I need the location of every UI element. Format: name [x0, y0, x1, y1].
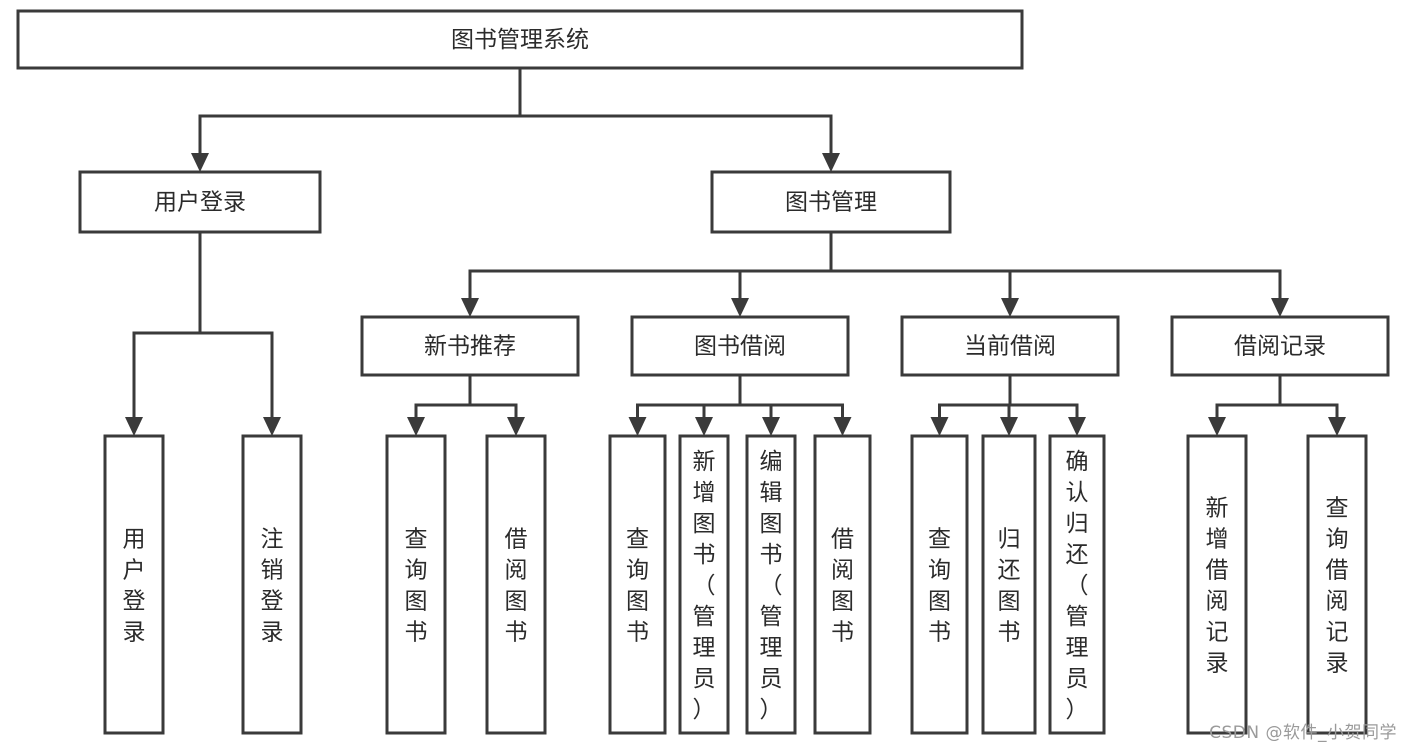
- node-layer: 图书管理系统用户登录图书管理新书推荐图书借阅当前借阅借阅记录用户登录注销登录查询…: [16, 9, 1390, 735]
- node-root-图书管理系统[interactable]: 图书管理系统: [16, 9, 1024, 70]
- node-box-root-图书管理系统: [16, 9, 1024, 70]
- node-box-leaf-query-record: [1306, 434, 1368, 735]
- csdn-watermark: CSDN @软件_小贺同学: [1209, 723, 1397, 743]
- node-label-book-manage: 图书管理: [785, 190, 877, 216]
- node-label-leaf-query-book-1: 查询图书: [405, 527, 428, 646]
- node-box-leaf-edit-book: [745, 434, 797, 735]
- edge-book-manage-branch-0-arrowhead: [461, 298, 479, 317]
- edge-new-book-rec-branch-1-arrowhead: [507, 417, 525, 436]
- node-label-current-borrow: 当前借阅: [964, 334, 1056, 360]
- node-box-leaf-add-book: [678, 434, 730, 735]
- node-box-leaf-user-login: [103, 434, 165, 735]
- node-label-leaf-return-book: 归还图书: [998, 527, 1021, 646]
- node-book-manage[interactable]: 图书管理: [710, 170, 952, 234]
- node-box-book-manage: [710, 170, 952, 234]
- node-leaf-edit-book[interactable]: 编辑图书（管理员）: [745, 434, 797, 735]
- node-label-leaf-query-book-3: 查询图书: [928, 527, 951, 646]
- node-label-leaf-borrow-book-2: 借阅图书: [831, 527, 854, 646]
- node-label-leaf-logout: 注销登录: [261, 527, 284, 646]
- node-user-login[interactable]: 用户登录: [78, 170, 322, 234]
- node-box-leaf-confirm-return: [1048, 434, 1106, 735]
- node-box-user-login: [78, 170, 322, 234]
- node-box-current-borrow: [900, 315, 1120, 377]
- node-box-leaf-logout: [241, 434, 303, 735]
- node-leaf-query-record[interactable]: 查询借阅记录: [1306, 434, 1368, 735]
- node-leaf-borrow-book-1[interactable]: 借阅图书: [485, 434, 547, 735]
- edge-current-borrow-branch-1-arrowhead: [1000, 417, 1018, 436]
- node-borrow-record[interactable]: 借阅记录: [1170, 315, 1390, 377]
- edge-user-login-branch-0-arrowhead: [125, 417, 143, 436]
- node-label-leaf-edit-book: 编辑图书（管理员）: [760, 449, 783, 723]
- edge-book-manage-branch-2-arrowhead: [1001, 298, 1019, 317]
- node-leaf-return-book[interactable]: 归还图书: [981, 434, 1037, 735]
- node-box-leaf-borrow-book-2: [813, 434, 872, 735]
- node-leaf-query-book-1[interactable]: 查询图书: [385, 434, 447, 735]
- node-leaf-confirm-return[interactable]: 确认归还（管理员）: [1048, 434, 1106, 735]
- node-book-borrow[interactable]: 图书借阅: [630, 315, 850, 377]
- node-box-leaf-borrow-book-1: [485, 434, 547, 735]
- edge-borrow-record-branch-1-arrowhead: [1328, 417, 1346, 436]
- node-label-leaf-query-book-2: 查询图书: [626, 527, 649, 646]
- edge-book-borrow-branch-2-arrowhead: [762, 417, 780, 436]
- edge-book-manage-branch-3-arrowhead: [1271, 298, 1289, 317]
- node-label-leaf-add-book: 新增图书（管理员）: [693, 449, 716, 723]
- node-leaf-query-book-2[interactable]: 查询图书: [608, 434, 667, 735]
- node-label-root-图书管理系统: 图书管理系统: [451, 27, 589, 53]
- node-label-leaf-query-record: 查询借阅记录: [1326, 496, 1349, 677]
- node-label-leaf-confirm-return: 确认归还（管理员）: [1066, 449, 1089, 723]
- node-leaf-add-book[interactable]: 新增图书（管理员）: [678, 434, 730, 735]
- node-label-book-borrow: 图书借阅: [694, 334, 786, 360]
- edge-current-borrow-branch-0-arrowhead: [930, 417, 949, 436]
- edge-book-borrow-branch-1-arrowhead: [695, 417, 713, 436]
- node-box-leaf-query-book-2: [608, 434, 667, 735]
- node-leaf-add-record[interactable]: 新增借阅记录: [1186, 434, 1248, 735]
- edge-book-borrow-branch-0-arrowhead: [628, 417, 647, 436]
- node-current-borrow[interactable]: 当前借阅: [900, 315, 1120, 377]
- node-label-leaf-user-login: 用户登录: [123, 527, 146, 646]
- node-box-borrow-record: [1170, 315, 1390, 377]
- node-box-leaf-return-book: [981, 434, 1037, 735]
- node-leaf-borrow-book-2[interactable]: 借阅图书: [813, 434, 872, 735]
- edge-book-borrow-branch-3-arrowhead: [833, 417, 852, 436]
- node-leaf-query-book-3[interactable]: 查询图书: [910, 434, 969, 735]
- connector-layer: [125, 66, 1346, 436]
- node-label-user-login: 用户登录: [154, 190, 246, 216]
- node-label-leaf-add-record: 新增借阅记录: [1206, 496, 1229, 677]
- edge-user-login-branch-1-arrowhead: [263, 417, 281, 436]
- node-new-book-rec[interactable]: 新书推荐: [360, 315, 580, 377]
- node-label-new-book-rec: 新书推荐: [424, 334, 516, 360]
- node-box-leaf-add-record: [1186, 434, 1248, 735]
- edge-book-manage-branch-1-arrowhead: [731, 298, 749, 317]
- node-box-leaf-query-book-3: [910, 434, 969, 735]
- edge-new-book-rec-branch-0-arrowhead: [407, 417, 425, 436]
- node-leaf-logout[interactable]: 注销登录: [241, 434, 303, 735]
- node-box-leaf-query-book-1: [385, 434, 447, 735]
- node-box-new-book-rec: [360, 315, 580, 377]
- node-leaf-user-login[interactable]: 用户登录: [103, 434, 165, 735]
- node-box-book-borrow: [630, 315, 850, 377]
- node-label-leaf-borrow-book-1: 借阅图书: [505, 527, 528, 646]
- edge-borrow-record-branch-0-arrowhead: [1208, 417, 1226, 436]
- edge-root-branch-1-arrowhead: [822, 153, 840, 172]
- edge-current-borrow-branch-2-arrowhead: [1068, 417, 1086, 436]
- node-label-borrow-record: 借阅记录: [1234, 334, 1326, 360]
- edge-root-branch-0-arrowhead: [191, 153, 209, 172]
